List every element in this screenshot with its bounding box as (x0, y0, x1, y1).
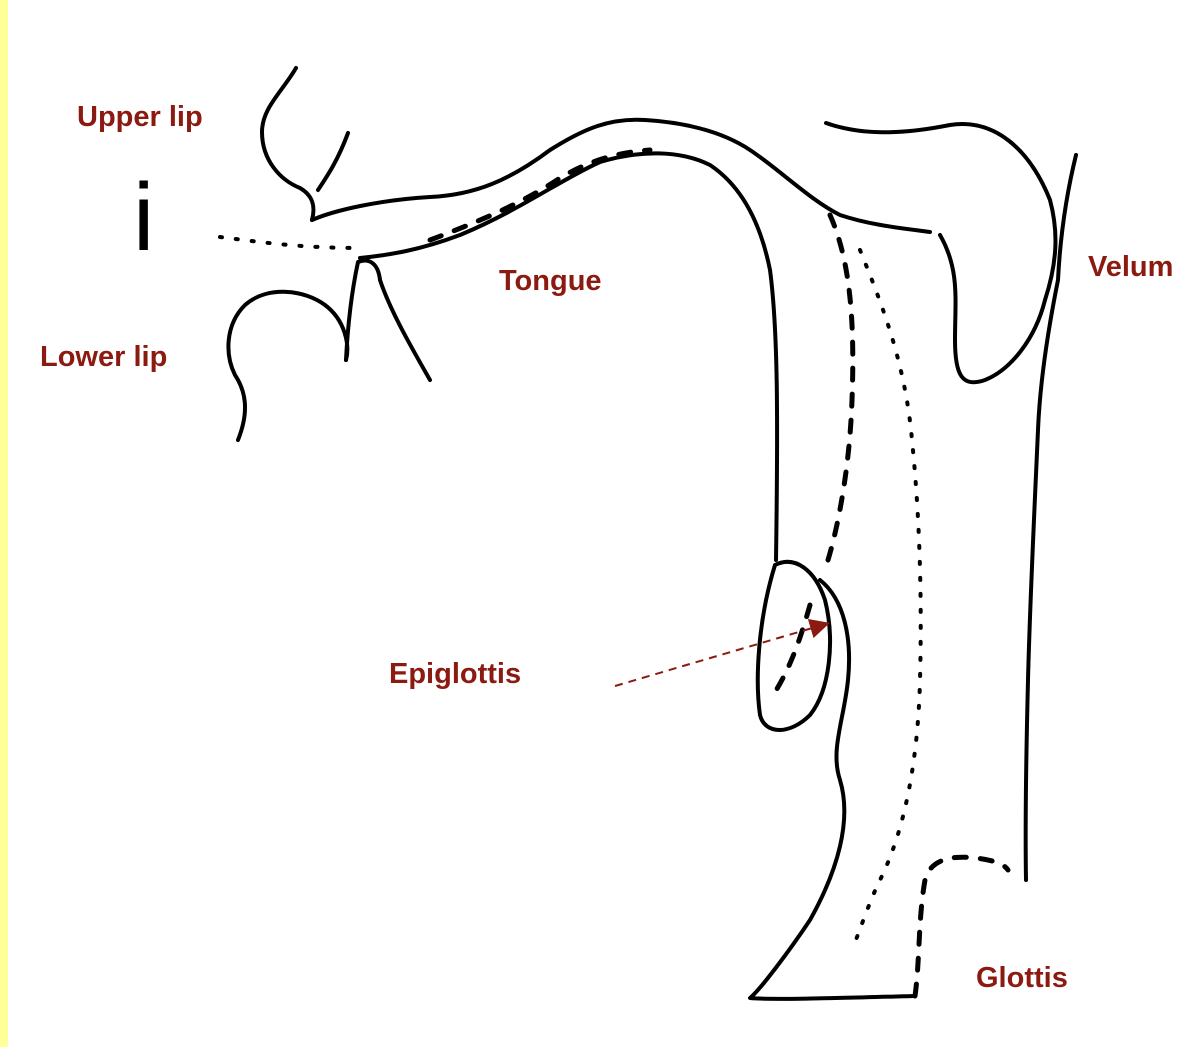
pharynx-front (828, 215, 853, 560)
lower-lip-outline (228, 292, 347, 440)
palate-outline (312, 120, 930, 232)
posterior-wall (1026, 155, 1076, 880)
pharynx-dotted (852, 250, 921, 950)
lip-aperture (220, 237, 360, 248)
epiglottis-inner (770, 605, 810, 700)
label-upper-lip: Upper lip (77, 103, 203, 132)
vowel-symbol: i (133, 170, 154, 266)
epiglottis-outline (758, 562, 830, 730)
label-epiglottis: Epiglottis (389, 660, 521, 689)
lower-lip-inner (346, 261, 430, 380)
larynx-front (750, 580, 915, 999)
label-lower-lip: Lower lip (40, 343, 167, 372)
label-velum: Velum (1088, 253, 1173, 282)
tongue-surface (360, 153, 777, 560)
label-glottis: Glottis (976, 964, 1068, 993)
label-tongue: Tongue (499, 267, 602, 296)
upper-lip-outline (262, 68, 314, 220)
upper-lip-inner (318, 133, 348, 190)
